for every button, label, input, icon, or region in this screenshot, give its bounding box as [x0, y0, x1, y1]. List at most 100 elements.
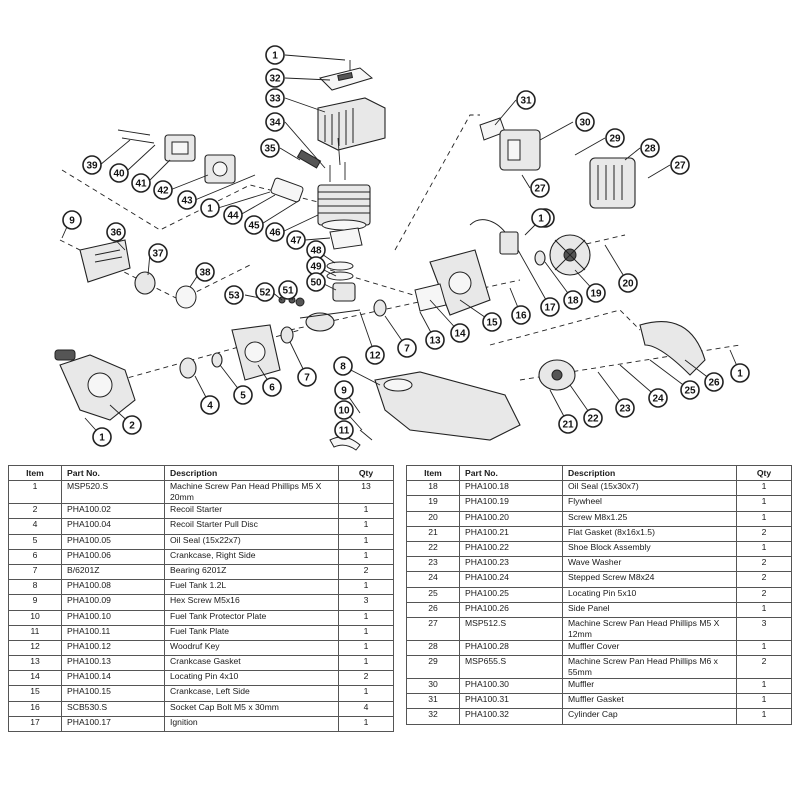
callout-badge: 37 — [148, 243, 168, 263]
header-item: Item — [406, 464, 460, 482]
callout-number: 31 — [520, 96, 532, 107]
callout-badge: 39 — [82, 155, 102, 175]
starter-disc-part — [134, 271, 156, 295]
callout-number: 5 — [240, 391, 246, 402]
cell-item: 15 — [8, 685, 62, 702]
cell-item: 19 — [406, 495, 460, 512]
callout-badge: 12 — [365, 345, 385, 365]
cell-qty: 13 — [338, 480, 394, 505]
cell-qty: 2 — [736, 586, 792, 603]
cell-qty: 1 — [736, 540, 792, 558]
callout-badge: 21 — [558, 414, 578, 434]
cell-description: Stepped Screw M8x24 — [562, 571, 737, 588]
cell-part-no: PHA100.11 — [61, 624, 165, 641]
cell-item: 16 — [8, 700, 62, 717]
cell-description: Hex Screw M5x16 — [164, 594, 339, 611]
cell-item: 18 — [406, 480, 460, 497]
carburetor-part — [204, 154, 236, 184]
cell-description: Muffler Cover — [562, 639, 737, 657]
callout-badge: 34 — [265, 112, 285, 132]
cell-qty: 2 — [736, 556, 792, 573]
callout-badge: 44 — [223, 205, 243, 225]
cell-item: 14 — [8, 670, 62, 687]
cylinder-cap-part — [319, 67, 374, 91]
cell-part-no: PHA100.21 — [459, 525, 563, 542]
cell-qty: 1 — [736, 639, 792, 657]
callout-number: 36 — [110, 228, 122, 239]
cell-description: Shoe Block Assembly — [562, 540, 737, 558]
cell-part-no: PHA100.10 — [61, 609, 165, 626]
cell-part-no: SCB530.S — [61, 700, 165, 717]
cell-part-no: PHA100.28 — [459, 639, 563, 657]
cell-part-no: PHA100.19 — [459, 495, 563, 512]
callout-number: 53 — [228, 291, 240, 302]
cell-qty: 1 — [338, 548, 394, 565]
cylinder-part — [317, 184, 371, 231]
cell-qty: 1 — [736, 480, 792, 497]
cell-qty: 1 — [736, 708, 792, 725]
callout-badge: 6 — [262, 377, 282, 397]
callout-number: 51 — [282, 286, 294, 297]
cell-item: 12 — [8, 639, 62, 657]
callout-number: 46 — [269, 228, 281, 239]
cell-description: Screw M8x1.25 — [562, 510, 737, 527]
callout-badge: 45 — [244, 215, 264, 235]
callout-number: 16 — [515, 311, 527, 322]
callout-number: 25 — [684, 386, 696, 397]
callout-badge: 8 — [333, 356, 353, 376]
callout-number: 37 — [152, 249, 164, 260]
callout-badge: 9 — [334, 380, 354, 400]
callout-badge: 29 — [605, 128, 625, 148]
callout-number: 18 — [567, 296, 579, 307]
callout-badge: 24 — [648, 388, 668, 408]
callout-number: 47 — [290, 236, 302, 247]
cell-qty: 1 — [736, 601, 792, 618]
callout-badge: 28 — [640, 138, 660, 158]
cell-part-no: PHA100.15 — [61, 685, 165, 702]
cell-part-no: MSP520.S — [61, 480, 165, 505]
cell-item: 9 — [8, 594, 62, 611]
cell-part-no: PHA100.14 — [61, 670, 165, 687]
callout-badge: 20 — [618, 273, 638, 293]
callout-badge: 42 — [153, 180, 173, 200]
callout-number: 13 — [429, 336, 441, 347]
callout-badge: 50 — [306, 272, 326, 292]
table-header-row: Item Part No. Description Qty — [8, 464, 394, 482]
callout-number: 7 — [304, 373, 310, 384]
cell-qty: 1 — [736, 693, 792, 710]
cell-item: 28 — [406, 639, 460, 657]
callout-badge: 7 — [297, 367, 317, 387]
callout-badge: 11 — [334, 420, 354, 440]
callout-badge: 43 — [177, 190, 197, 210]
callout-number: 27 — [534, 184, 546, 195]
callout-number: 19 — [590, 289, 602, 300]
pull-disc-part — [179, 357, 197, 379]
cell-part-no: PHA100.06 — [61, 548, 165, 565]
callout-number: 14 — [454, 329, 466, 340]
callout-number: 29 — [609, 134, 621, 145]
cell-qty: 4 — [338, 700, 394, 717]
screws-top — [329, 60, 351, 182]
callout-number: 2 — [129, 421, 135, 432]
ring-part — [175, 285, 197, 309]
exploded-parts-diagram: 1323334351313029282727394041424314445464… — [54, 45, 750, 451]
callout-number: 26 — [708, 378, 720, 389]
spark-plug-part — [296, 149, 322, 169]
cell-description: Crankcase Gasket — [164, 655, 339, 672]
cell-item: 32 — [406, 708, 460, 725]
callout-badge: 47 — [286, 230, 306, 250]
piston-part — [332, 282, 356, 302]
cell-item: 11 — [8, 624, 62, 641]
callout-badge: 18 — [563, 290, 583, 310]
callout-badge: 1 — [200, 198, 220, 218]
callout-badge: 14 — [450, 323, 470, 343]
